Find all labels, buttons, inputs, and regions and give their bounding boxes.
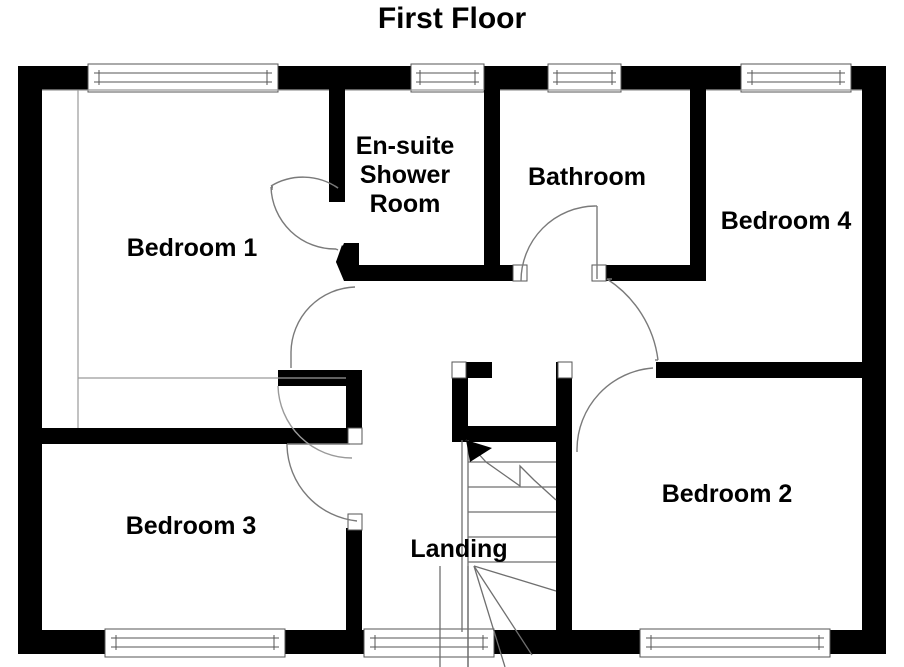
windows-bottom (104, 628, 831, 658)
door-bedroom-2-arc (576, 367, 654, 450)
room-label-ensuite-shower-room: En-suite Shower Room (356, 132, 455, 218)
room-label-bedroom-2-text: Bedroom 2 (661, 480, 793, 508)
room-label-ensuite-line-1: En-suite (355, 131, 455, 160)
room-label-bedroom-4-text: Bedroom 4 (720, 207, 852, 235)
room-label-bedroom-3-text: Bedroom 3 (125, 512, 257, 540)
door-landing-west-arc (277, 385, 353, 459)
staircase (439, 439, 557, 667)
window-ensuite (410, 63, 485, 93)
room-label-landing-text: Landing (410, 535, 508, 563)
room-label-ensuite-line-3: Room (369, 189, 441, 218)
room-label-bedroom-4: Bedroom 4 (721, 207, 852, 235)
room-label-bedroom-1-text: Bedroom 1 (126, 234, 258, 262)
door-swings (270, 176, 659, 522)
door-bedroom-4-arc (606, 278, 659, 361)
room-label-landing: Landing (410, 535, 507, 563)
door-bathroom-arc (520, 205, 596, 282)
window-bedroom-4 (740, 63, 852, 93)
door-thresholds (347, 264, 607, 531)
room-label-bedroom-3: Bedroom 3 (126, 512, 257, 540)
room-label-bedroom-2: Bedroom 2 (662, 480, 793, 508)
room-label-ensuite-line-2: Shower (359, 160, 451, 189)
window-bathroom (547, 63, 622, 93)
door-ensuite-arc (270, 176, 339, 189)
window-bedroom-2 (639, 628, 831, 658)
window-bedroom-1 (87, 63, 279, 93)
window-bedroom-3 (104, 628, 286, 658)
door-bedroom-1-arc (290, 286, 356, 353)
window-landing (363, 628, 495, 658)
room-label-bedroom-1: Bedroom 1 (127, 234, 258, 262)
page-title: First Floor (377, 2, 527, 35)
door-bedroom-3-arc (286, 445, 358, 522)
interior-detail-lines (42, 89, 862, 428)
windows-top (87, 63, 852, 93)
room-label-bathroom-text: Bathroom (527, 163, 647, 191)
room-label-bathroom: Bathroom (528, 163, 646, 191)
